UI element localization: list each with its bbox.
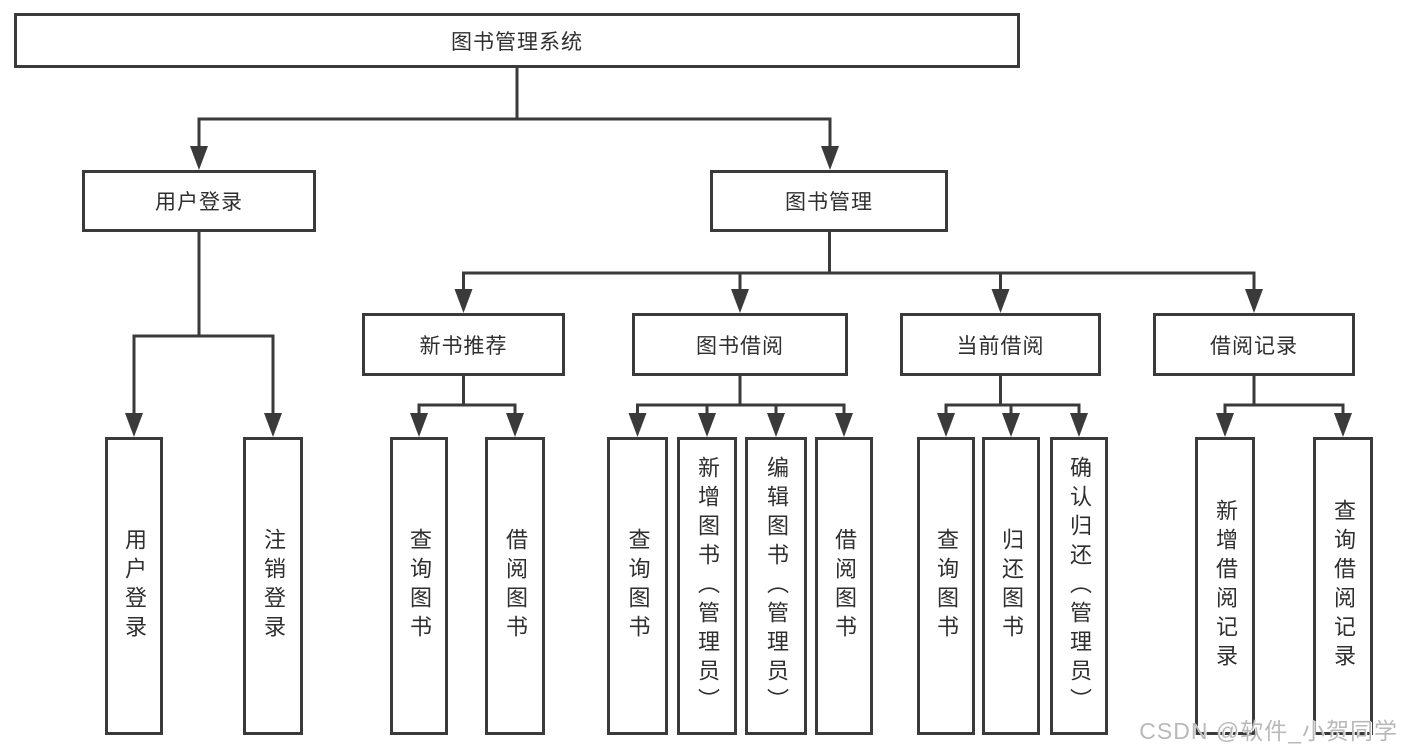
node-user-login: 用户登录 xyxy=(82,170,316,232)
leaf-query-books-newbooks: 查询图书 xyxy=(390,437,448,735)
node-current-borrowing: 当前借阅 xyxy=(900,313,1101,376)
leaf-user-login: 用户登录 xyxy=(105,437,163,735)
node-label: 用户登录 xyxy=(155,191,243,214)
node-book-management: 图书管理 xyxy=(710,170,948,232)
leaf-label: 借阅图书 xyxy=(832,528,857,644)
leaf-query-books-current: 查询图书 xyxy=(917,437,975,735)
node-library-management-system: 图书管理系统 xyxy=(14,13,1020,68)
node-book-borrowing: 图书借阅 xyxy=(632,313,848,376)
leaf-label: 借阅图书 xyxy=(503,528,528,644)
leaf-label: 用户登录 xyxy=(122,528,147,644)
leaf-query-borrow-record: 查询借阅记录 xyxy=(1313,437,1373,735)
node-label: 图书管理 xyxy=(785,191,873,214)
node-borrowing-records: 借阅记录 xyxy=(1153,313,1355,376)
leaf-label: 编辑图书（管理员） xyxy=(764,455,789,717)
leaf-add-borrow-record: 新增借阅记录 xyxy=(1195,437,1255,735)
leaf-label: 查询图书 xyxy=(407,528,432,644)
leaf-label: 新增借阅记录 xyxy=(1213,499,1238,673)
leaf-return-books: 归还图书 xyxy=(982,437,1040,735)
node-label: 新书推荐 xyxy=(419,334,508,358)
leaf-logout: 注销登录 xyxy=(243,437,303,735)
leaf-query-books-borrowing: 查询图书 xyxy=(607,437,668,735)
arrowheads xyxy=(125,146,1352,437)
node-label: 借阅记录 xyxy=(1210,334,1298,358)
leaf-label: 查询借阅记录 xyxy=(1331,499,1356,673)
leaf-label: 注销登录 xyxy=(261,528,286,644)
csdn-watermark: CSDN @软件_小贺同学 xyxy=(1139,718,1398,744)
leaf-label: 查询图书 xyxy=(625,528,651,644)
leaf-edit-books-admin: 编辑图书（管理员） xyxy=(745,437,807,735)
leaf-label: 新增图书（管理员） xyxy=(695,455,720,717)
node-label: 图书借阅 xyxy=(696,334,784,358)
leaf-label: 归还图书 xyxy=(999,528,1024,644)
leaf-label: 确认归还（管理员） xyxy=(1067,455,1092,717)
leaf-label: 查询图书 xyxy=(934,528,959,644)
node-label: 图书管理系统 xyxy=(451,30,583,54)
node-label: 当前借阅 xyxy=(956,334,1045,358)
node-new-book-recommendation: 新书推荐 xyxy=(362,313,565,376)
leaf-add-books-admin: 新增图书（管理员） xyxy=(677,437,737,735)
leaf-confirm-return-admin: 确认归还（管理员） xyxy=(1050,437,1108,735)
leaf-borrow-books-newbooks: 借阅图书 xyxy=(485,437,545,735)
leaf-borrow-books-borrowing: 借阅图书 xyxy=(815,437,873,735)
